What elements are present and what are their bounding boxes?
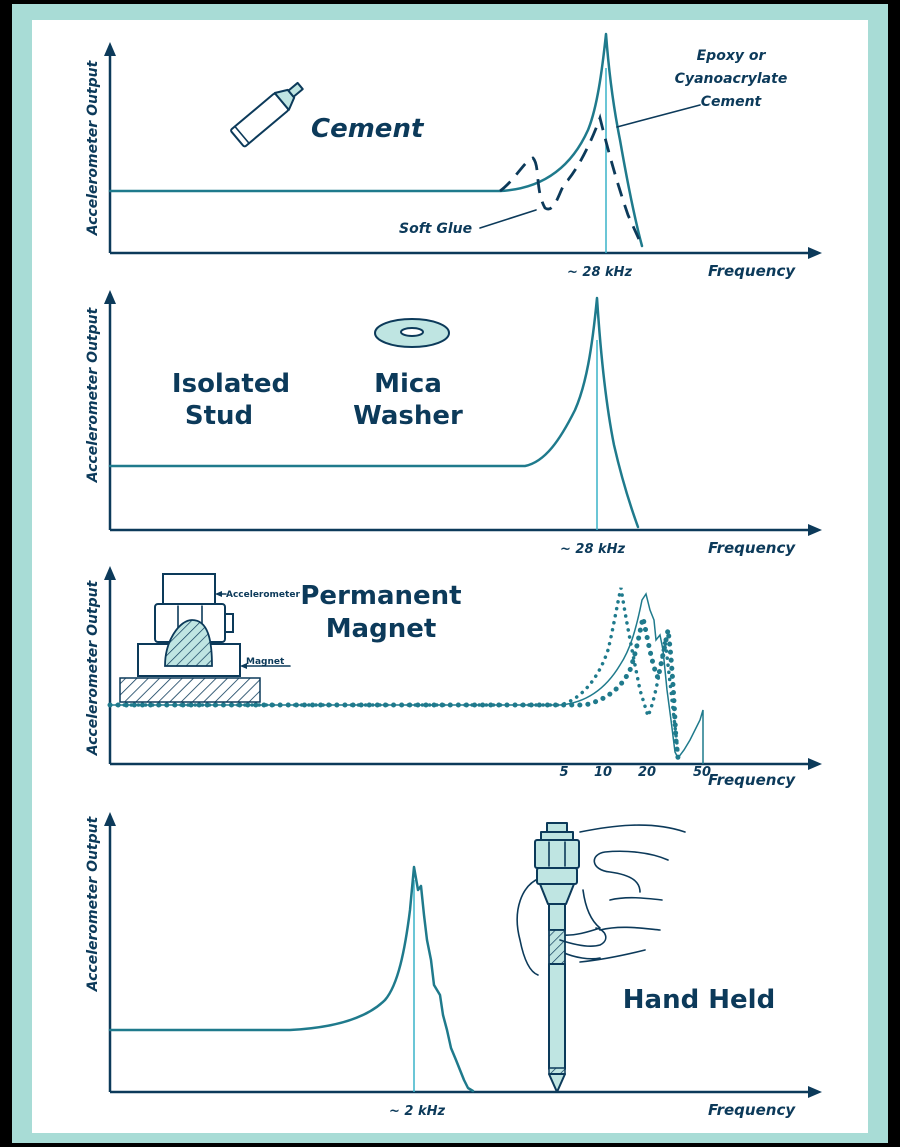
tick-label: ~ 28 kHz	[567, 265, 633, 280]
mounting-surface	[119, 677, 261, 703]
magnet-response-curve-dotted	[108, 587, 680, 754]
x-axis-label: Frequency	[708, 262, 796, 280]
tick-label-10: 10	[594, 765, 612, 780]
y-axis-label: Accelerometer Output	[85, 306, 101, 483]
annotation-epoxy-1: Epoxy or	[697, 48, 767, 64]
accelerometer-connector	[224, 613, 234, 633]
tick-label-50: 50	[693, 765, 711, 780]
panel-cement: Accelerometer Output Frequency ~ 28 kHz …	[85, 32, 822, 280]
cement-response-curve	[108, 32, 644, 248]
y-axis-label: Accelerometer Output	[85, 59, 101, 236]
panel-isolated-stud: Accelerometer Output Frequency ~ 28 kHz …	[85, 290, 822, 557]
hand-held-probe-icon	[516, 822, 686, 1093]
panel-subtitle-line1: Mica	[374, 369, 442, 399]
tick-label-20: 20	[638, 765, 656, 780]
x-axis-label: Frequency	[708, 1101, 796, 1119]
inner-panel	[32, 20, 868, 1133]
x-axis-label: Frequency	[708, 539, 796, 557]
hand-outline	[516, 824, 686, 976]
soft-glue-curve	[499, 113, 644, 247]
label-magnet: Magnet	[246, 657, 285, 667]
panel-hand-held: Accelerometer Output Frequency ~ 2 kHz H…	[85, 812, 822, 1119]
panel-subtitle-line2: Washer	[353, 401, 463, 431]
x-axis-label: Frequency	[708, 771, 796, 789]
y-axis-label: Accelerometer Output	[85, 579, 101, 756]
glue-tube-icon	[230, 81, 304, 148]
annotation-soft-glue: Soft Glue	[399, 221, 472, 237]
panel-title-line2: Magnet	[326, 614, 437, 644]
magnetic-field-region	[164, 619, 213, 667]
mica-washer-response-curve	[108, 296, 640, 529]
panel-permanent-magnet: Accelerometer Output Frequency 5 10 20 5…	[85, 566, 822, 789]
mica-washer-icon	[374, 318, 450, 348]
panel-title-line1: Isolated	[172, 369, 290, 399]
label-accelerometer: Accelerometer	[226, 590, 300, 600]
epoxy-leader-line	[616, 104, 701, 128]
magnet-response-curve-heavy-dotted	[107, 617, 681, 761]
panel-title-line1: Permanent	[300, 581, 461, 611]
accelerometer-body	[162, 573, 216, 605]
tick-label-5: 5	[559, 765, 568, 780]
tick-label: ~ 28 kHz	[560, 542, 626, 557]
panel-title-line2: Stud	[185, 401, 253, 431]
panel-title: Hand Held	[623, 985, 775, 1015]
tick-label: ~ 2 kHz	[389, 1104, 446, 1119]
panel-title: Cement	[311, 114, 425, 144]
annotation-epoxy-3: Cement	[701, 94, 763, 110]
magnet-mount-icon: Accelerometer Magnet	[119, 573, 300, 703]
soft-glue-leader-line	[479, 209, 537, 229]
hand-held-response-curve	[108, 865, 475, 1093]
annotation-epoxy-2: Cyanoacrylate	[675, 71, 788, 87]
y-axis-label: Accelerometer Output	[85, 815, 101, 992]
